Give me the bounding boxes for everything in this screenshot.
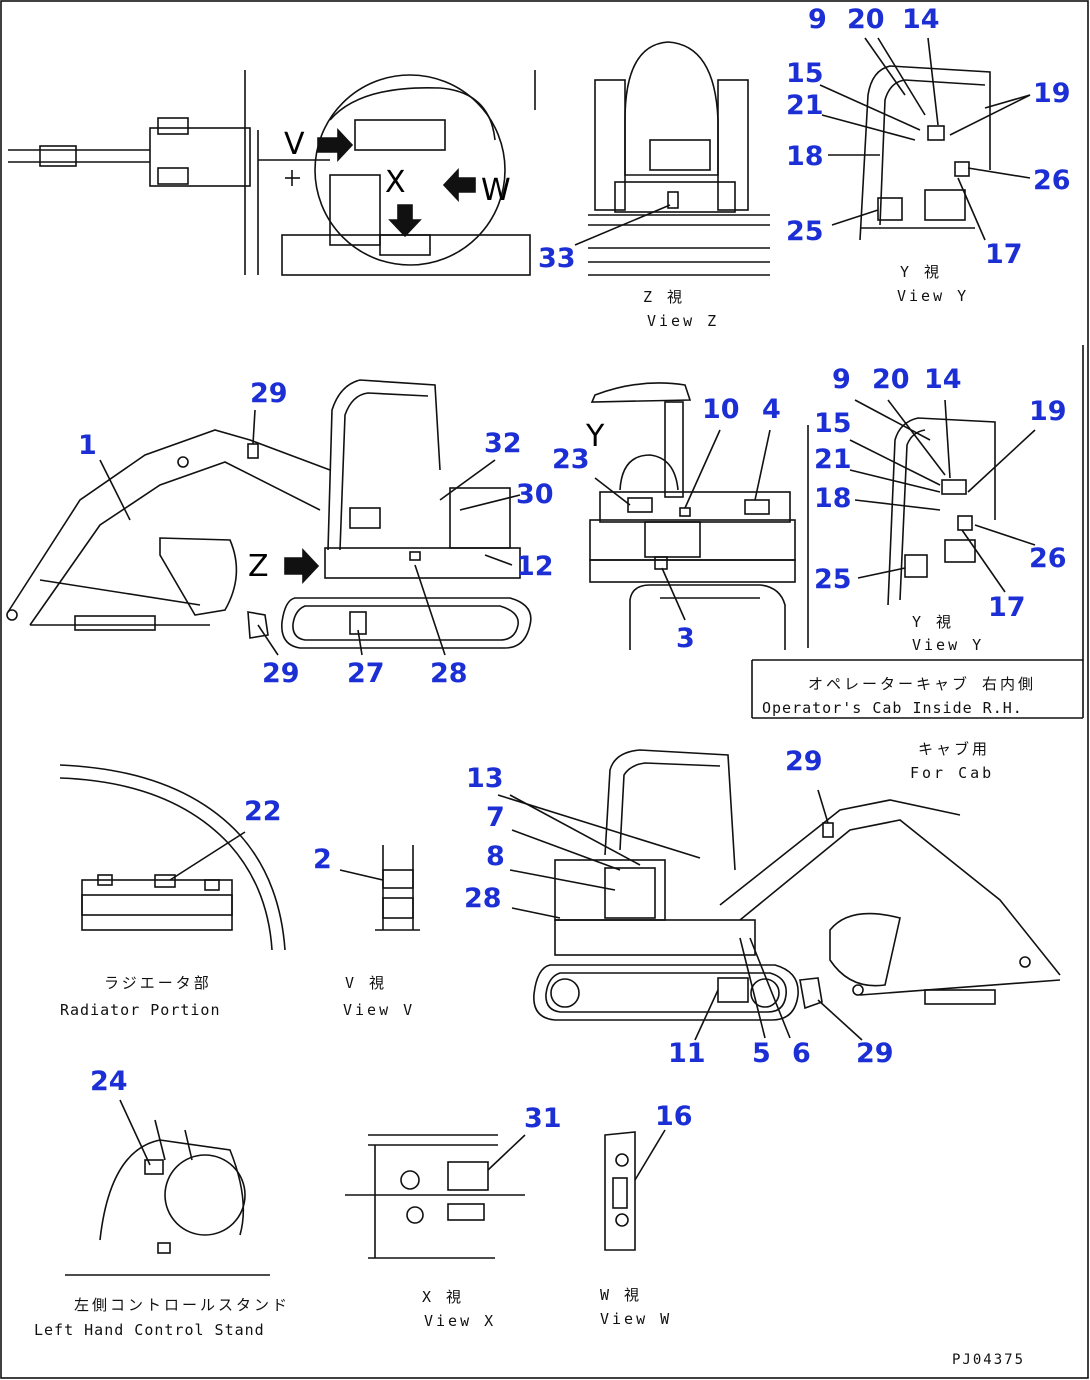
rear-view-excavator	[589, 382, 796, 650]
arrow-v	[317, 127, 354, 163]
callout-26: 26	[1033, 165, 1071, 196]
callout-12: 12	[516, 551, 554, 582]
caption-view-y2-en: View Y	[912, 636, 985, 654]
caption-view-z-en: View Z	[647, 312, 720, 330]
view-letter-z: Z	[248, 549, 269, 584]
caption-view-v-en: View V	[343, 1001, 416, 1019]
callout-27: 27	[347, 658, 385, 689]
view-letter-y: Y	[586, 419, 605, 454]
callout-31: 31	[524, 1103, 562, 1134]
callout-33: 33	[538, 243, 576, 274]
callout-9: 9	[808, 4, 827, 35]
callout-14b: 14	[924, 364, 962, 395]
callout-30: 30	[516, 479, 554, 510]
callout-6: 6	[792, 1038, 811, 1069]
callout-20b: 20	[872, 364, 910, 395]
callout-15b: 15	[814, 408, 852, 439]
caption-for-cab-jp: キャブ用	[918, 740, 991, 758]
caption-radiator-jp: ラジエータ部	[104, 974, 212, 992]
callout-29c: 29	[785, 746, 823, 777]
detail-circle	[314, 74, 506, 266]
callout-25b: 25	[814, 564, 852, 595]
view-letter-w: W	[481, 173, 511, 208]
view-x-detail	[345, 1134, 525, 1259]
view-y-cab-top	[859, 65, 991, 241]
left-control-stand	[65, 1119, 270, 1276]
caption-for-cab-en: For Cab	[910, 764, 995, 782]
caption-cab-en: Operator's Cab Inside R.H.	[762, 699, 1023, 717]
callout-29: 29	[250, 378, 288, 409]
callout-19: 19	[1033, 78, 1071, 109]
caption-left-stand-en: Left Hand Control Stand	[34, 1321, 265, 1339]
callout-19b: 19	[1029, 396, 1067, 427]
caption-radiator-en: Radiator Portion	[60, 1001, 221, 1019]
callout-17: 17	[985, 239, 1023, 270]
callout-18b: 18	[814, 483, 852, 514]
caption-left-stand-jp: 左側コントロールスタンド	[74, 1296, 291, 1314]
caption-view-y-jp: Y 視	[900, 263, 943, 281]
callout-21b: 21	[814, 444, 852, 475]
callout-18: 18	[786, 141, 824, 172]
callout-3: 3	[676, 623, 695, 654]
arrow-z	[284, 547, 320, 585]
view-w-detail	[604, 1131, 636, 1251]
callout-9b: 9	[832, 364, 851, 395]
callout-29b: 29	[262, 658, 300, 689]
callout-17b: 17	[988, 592, 1026, 623]
decal-panel	[604, 867, 656, 919]
view-v-detail	[375, 845, 420, 931]
callout-32: 32	[484, 428, 522, 459]
caption-view-x-jp: X 視	[422, 1288, 465, 1306]
view-letter-v: V	[284, 127, 305, 162]
view-z-seat	[588, 41, 770, 276]
callout-28: 28	[430, 658, 468, 689]
callout-16: 16	[655, 1101, 693, 1132]
view-letter-x: X	[385, 165, 406, 200]
side-view-excavator	[6, 379, 532, 649]
caption-cab-jp: オペレーターキャブ 右内側	[808, 675, 1037, 693]
callout-24: 24	[90, 1066, 128, 1097]
caption-view-x-en: View X	[424, 1312, 497, 1330]
drawing-code: PJ04375	[952, 1352, 1026, 1368]
callout-15: 15	[786, 58, 824, 89]
callout-4: 4	[762, 394, 781, 425]
callout-11: 11	[668, 1038, 706, 1069]
callout-25: 25	[786, 216, 824, 247]
caption-view-w-en: View W	[600, 1310, 673, 1328]
callout-22: 22	[244, 796, 282, 827]
side-view-excavator-rh	[533, 749, 1061, 1021]
callout-2: 2	[313, 844, 332, 875]
callout-13: 13	[466, 763, 504, 794]
callout-20: 20	[847, 4, 885, 35]
caption-view-y2-jp: Y 視	[912, 613, 955, 631]
callout-28b: 28	[464, 883, 502, 914]
callout-21: 21	[786, 90, 824, 121]
radiator-view	[59, 764, 286, 951]
arrow-w	[442, 167, 476, 203]
view-y-cab-mid	[751, 345, 1084, 719]
callout-10: 10	[702, 394, 740, 425]
callout-8: 8	[486, 841, 505, 872]
callout-5: 5	[752, 1038, 771, 1069]
caption-view-w-jp: W 視	[600, 1286, 643, 1304]
callout-26b: 26	[1029, 543, 1067, 574]
callout-7: 7	[486, 802, 505, 833]
leader-lines	[99, 37, 1036, 1181]
callout-23: 23	[552, 444, 590, 475]
caption-view-z-jp: Z 視	[643, 288, 686, 306]
callout-14: 14	[902, 4, 940, 35]
callout-1: 1	[78, 430, 97, 461]
arrow-x	[388, 204, 422, 238]
caption-view-v-jp: V 視	[345, 974, 388, 992]
callout-29d: 29	[856, 1038, 894, 1069]
caption-view-y-en: View Y	[897, 287, 970, 305]
